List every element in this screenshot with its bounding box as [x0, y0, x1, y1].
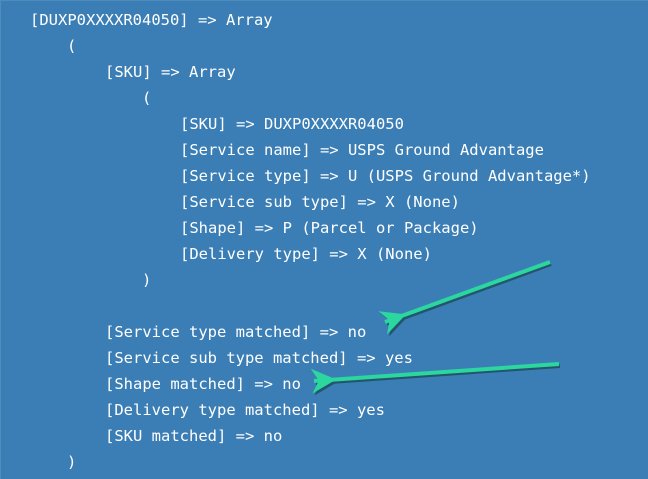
code-line: [DUXP0XXXXR04050] => Array: [30, 11, 273, 29]
code-line: [SKU] => DUXP0XXXXR04050: [180, 115, 404, 133]
code-line: [Delivery type] => X (None): [180, 245, 432, 263]
code-line: (: [67, 37, 77, 55]
code-blank-line: [0, 293, 648, 319]
code-line: [SKU] => Array: [105, 63, 236, 81]
code-line: ): [142, 271, 152, 289]
code-line: [Service name] => USPS Ground Advantage: [180, 141, 544, 159]
code-line: [Service type matched] => no: [105, 323, 367, 341]
code-line: ): [67, 453, 77, 471]
code-line: [Service sub type matched] => yes: [105, 349, 413, 367]
code-line: [Shape] => P (Parcel or Package): [180, 219, 479, 237]
code-line: [SKU matched] => no: [105, 427, 283, 445]
code-line: [Service type] => U (USPS Ground Advanta…: [180, 167, 591, 185]
code-line: [Delivery type matched] => yes: [105, 401, 385, 419]
code-line: [Service sub type] => X (None): [180, 193, 460, 211]
code-line: [Shape matched] => no: [105, 375, 301, 393]
code-line: (: [142, 89, 152, 107]
